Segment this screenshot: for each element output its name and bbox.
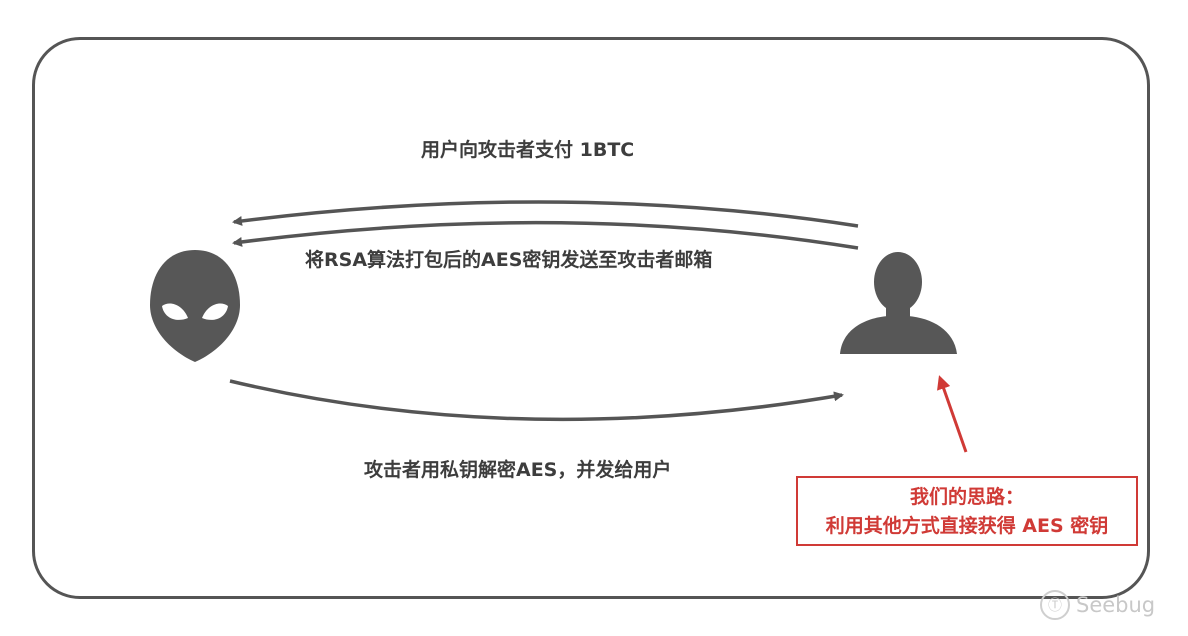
arrow-note-pointer xyxy=(937,375,968,453)
label-decrypt-return: 攻击者用私钥解密AES，并发给用户 xyxy=(364,459,672,481)
watermark-text: Seebug xyxy=(1076,593,1156,617)
diagram-frame xyxy=(32,37,1150,599)
idea-note-box: 我们的思路： 利用其他方式直接获得 AES 密钥 xyxy=(796,476,1138,546)
user-silhouette-icon xyxy=(840,252,957,354)
label-payment: 用户向攻击者支付 1BTC xyxy=(421,139,635,161)
seebug-logo-icon: Ⓣ xyxy=(1040,590,1070,620)
arrow-return-key xyxy=(229,379,844,422)
idea-note-title: 我们的思路： xyxy=(909,486,1024,508)
label-send-key: 将RSA算法打包后的AES密钥发送至攻击者邮箱 xyxy=(305,249,713,271)
idea-note-body: 利用其他方式直接获得 AES 密钥 xyxy=(825,515,1109,537)
alien-head-icon xyxy=(150,250,240,362)
seebug-watermark: Ⓣ Seebug xyxy=(1040,590,1155,620)
arrow-send-key xyxy=(232,220,859,250)
arrow-pay xyxy=(232,200,859,228)
